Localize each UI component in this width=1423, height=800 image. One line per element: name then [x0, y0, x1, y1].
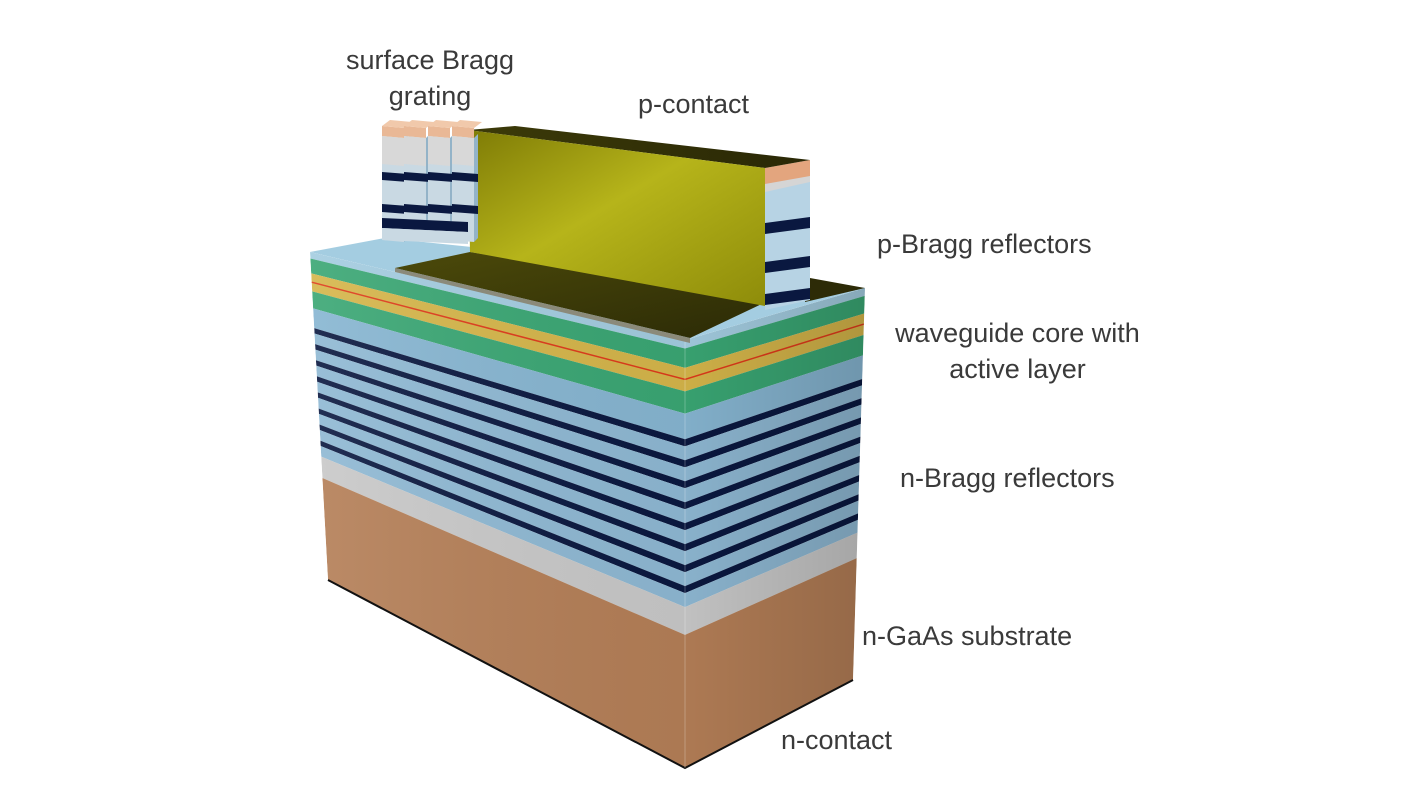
label-surface-bragg-line1: surface Bragg [345, 45, 515, 75]
grating-dark-band [404, 172, 430, 182]
front-face [310, 252, 685, 768]
grating-dark-band [452, 172, 478, 182]
p-contact-ledge-edge [395, 268, 690, 343]
grating-spacer [404, 136, 426, 166]
grating-base-dark-band [382, 218, 468, 232]
p-contact-ridge-face [468, 130, 765, 306]
label-surface-bragg-line2: grating [388, 81, 472, 111]
p-contact-ledge [395, 252, 770, 338]
block-edge-bottom [327, 579, 854, 770]
p-bragg-ridge [765, 160, 810, 310]
grating-cap [452, 126, 474, 138]
grating-dark-band [404, 204, 430, 214]
grating-cap [428, 126, 450, 138]
label-n-gaas-substrate: n-GaAs substrate [862, 621, 1073, 651]
grating-cap [404, 126, 426, 138]
grating-cap-top [404, 120, 434, 128]
label-p-contact: p-contact [638, 89, 750, 119]
right-face [685, 288, 865, 768]
grating-base-light [382, 228, 468, 244]
p-contact-ridge-top [468, 126, 810, 168]
grating-dark-band [382, 204, 408, 214]
label-n-bragg-reflectors: n-Bragg reflectors [900, 463, 1115, 493]
grating-cap-top [428, 120, 458, 128]
label-waveguide-line2: active layer [949, 354, 1086, 384]
grating-dark-band [382, 172, 408, 182]
label-p-bragg-reflectors: p-Bragg reflectors [877, 229, 1092, 259]
grating-dark-band [428, 172, 454, 182]
surface-bragg-grating [382, 120, 482, 244]
grating-cap-top [452, 120, 482, 128]
label-n-contact: n-contact [781, 725, 893, 755]
grating-spacer [382, 136, 404, 166]
p-contact-right-ledge [805, 278, 865, 302]
grating-dark-band [452, 204, 478, 214]
grating-cap [382, 126, 404, 138]
label-surface-bragg-grating: surface Bragg grating [320, 42, 540, 114]
grating-spacer [452, 136, 474, 166]
label-waveguide-core: waveguide core with active layer [880, 315, 1155, 387]
grating-dark-band [428, 204, 454, 214]
grating-pillar-side [474, 134, 478, 242]
grating-spacer [428, 136, 450, 166]
label-waveguide-line1: waveguide core with [895, 318, 1140, 348]
